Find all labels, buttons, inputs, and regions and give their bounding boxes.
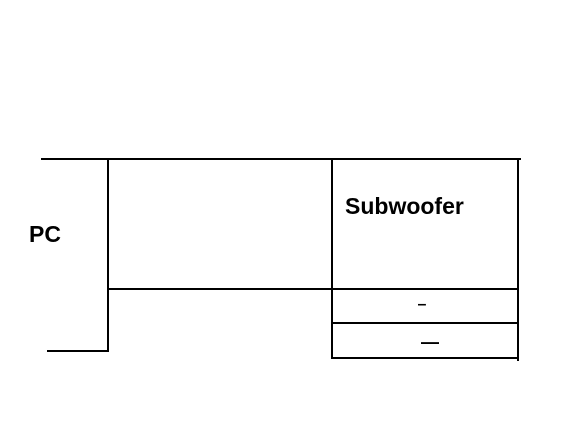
minus-terminal-mark: – xyxy=(418,296,427,313)
dash-terminal-mark: — xyxy=(421,332,439,352)
pc-label: PC xyxy=(29,221,61,247)
subwoofer-label: Subwoofer xyxy=(345,193,464,219)
